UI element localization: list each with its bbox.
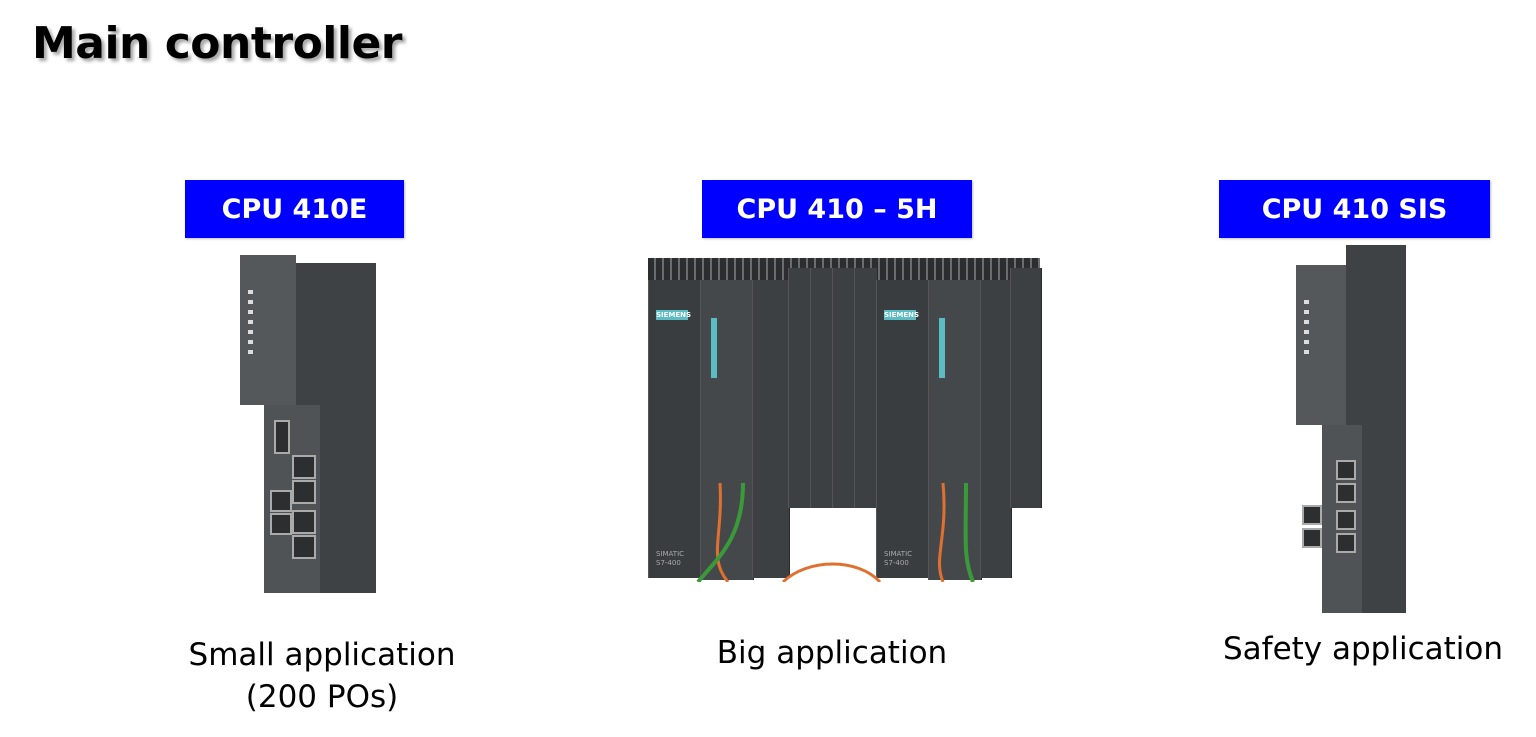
caption-cpu-410-5h: Big application [716,635,948,671]
cpu-410-5h-rack-image: SIEMENS SIEMENS SIMATIC S7-400 SIMATIC S… [648,258,1042,582]
siemens-logo: SIEMENS [884,310,920,320]
network-cables [696,482,975,582]
cpu-410-sis-image [1296,245,1406,613]
page-title: Main controller [32,18,403,69]
product-label-cpu-410-5h: CPU 410 – 5H [702,180,972,238]
caption-cpu-410e-line2: (200 POs) [245,679,399,715]
cpu-410e-image [240,255,376,593]
product-label-cpu-410e: CPU 410E [185,180,404,238]
simatic-lettering: SIMATIC S7-400 [656,550,685,567]
siemens-logo: SIEMENS [656,310,692,320]
caption-cpu-410e-line1: Small application [188,637,456,673]
product-label-cpu-410-sis: CPU 410 SIS [1219,180,1490,238]
simatic-lettering: SIMATIC S7-400 [884,550,913,567]
caption-cpu-410-sis: Safety application [1222,631,1503,667]
